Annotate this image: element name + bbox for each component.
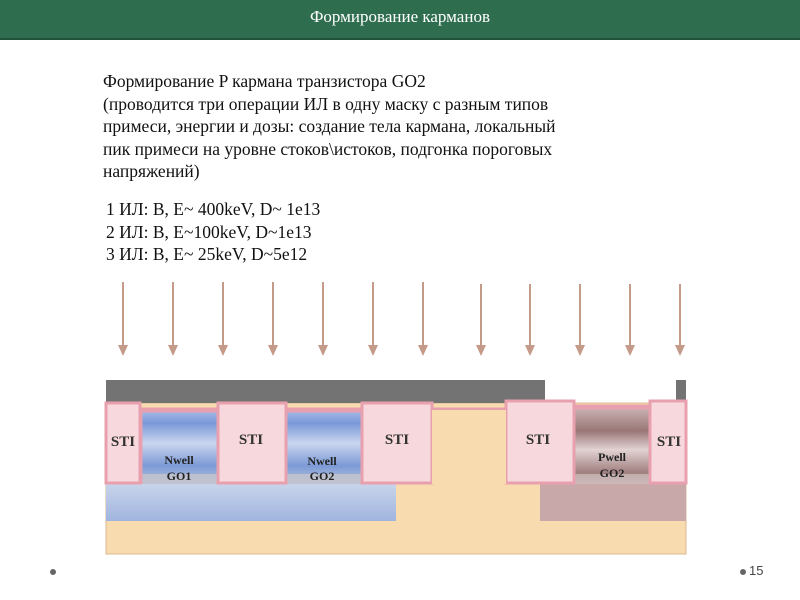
substrate-exposed (432, 410, 506, 484)
implant-arrow-head (525, 345, 535, 356)
sti-label: STI (111, 434, 135, 450)
slide-title: Формирование карманов (310, 7, 490, 26)
footer-dot-right (740, 569, 746, 575)
implant-arrow-head (218, 345, 228, 356)
slide-header: Формирование карманов (0, 0, 800, 40)
well-label-line2: GO1 (167, 469, 192, 483)
sti-blocks (104, 399, 688, 485)
description-line: (проводится три операции ИЛ в одну маску… (103, 93, 549, 114)
well-label-line2: GO2 (600, 466, 625, 480)
sti-block-1 (104, 401, 142, 485)
implant-arrow-head (625, 345, 635, 356)
sti-label: STI (657, 434, 681, 450)
well-label-line1: Nwell (307, 454, 337, 468)
deep-nwell-region (106, 484, 396, 521)
implant-arrow-head (168, 345, 178, 356)
implant-arrow-head (418, 345, 428, 356)
pwell-go2-region (572, 408, 652, 484)
sti-block-5 (648, 399, 688, 485)
page-number: 15 (749, 563, 764, 578)
description-line: напряжений) (103, 161, 200, 181)
well-label-line1: Pwell (598, 450, 627, 464)
implant-mask-left (106, 380, 545, 403)
implant-operations-list: 1 ИЛ: B, E~ 400keV, D~ 1e13 2 ИЛ: B, E~1… (106, 198, 320, 266)
description-line: пик примеси на уровне стоков\истоков, по… (103, 138, 553, 159)
sti-block-3 (360, 401, 434, 485)
implant-arrow-head (268, 345, 278, 356)
sti-label: STI (526, 432, 550, 448)
implant-mask-right (676, 380, 686, 403)
description-line: примеси, энергии и дозы: создание тела к… (103, 116, 556, 136)
well-label-line2: GO2 (310, 469, 335, 483)
implant-arrow-head (368, 345, 378, 356)
well-label-line1: Nwell (164, 453, 194, 467)
description-text: Формирование P кармана транзистора GO2 (… (103, 70, 703, 183)
nwell-go2-region (284, 410, 364, 484)
implant-arrows (118, 282, 685, 356)
description-line: Формирование P кармана транзистора GO2 (103, 71, 426, 91)
implant-operation-2: 2 ИЛ: B, E~100keV, D~1e13 (106, 221, 312, 242)
implant-arrow-head (675, 345, 685, 356)
sti-block-4 (504, 399, 576, 485)
sti-block-2 (216, 401, 288, 485)
deep-pwell-region (540, 484, 686, 521)
sti-label: STI (385, 432, 409, 448)
implant-operation-3: 3 ИЛ: B, E~ 25keV, D~5e12 (106, 244, 308, 264)
sti-label: STI (239, 432, 263, 448)
nwell-go1-region (140, 410, 220, 484)
implant-arrow-head (575, 345, 585, 356)
implant-arrow-head (118, 345, 128, 356)
implant-arrow-head (476, 345, 486, 356)
implant-operation-1: 1 ИЛ: B, E~ 400keV, D~ 1e13 (106, 199, 321, 219)
implant-arrow-head (318, 345, 328, 356)
footer-dot-left (50, 569, 56, 575)
